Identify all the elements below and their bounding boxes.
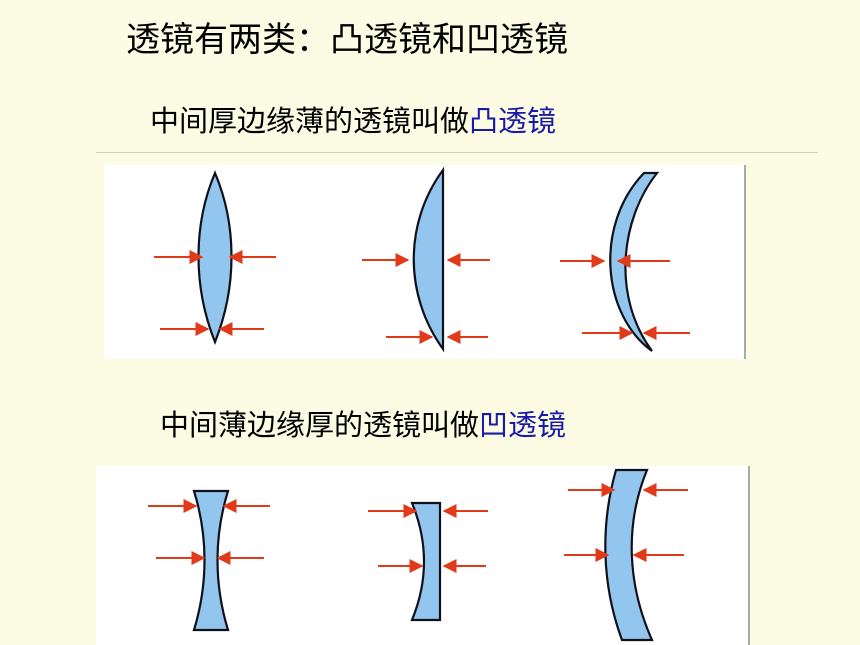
concave-lens-svg [148, 468, 688, 642]
plano-concave-lens [410, 501, 442, 622]
meniscus-convex-lens [609, 171, 660, 352]
meniscus-concave-lens [604, 468, 654, 642]
convex-definition: 中间厚边缘薄的透镜叫做凸透镜 [150, 98, 556, 140]
convex-keyword: 凸透镜 [469, 104, 557, 138]
biconcave-lens [192, 489, 230, 632]
convex-lens-svg [154, 166, 690, 353]
concave-lens-figure [96, 466, 750, 645]
convex-definition-text: 中间厚边缘薄的透镜叫做 [150, 104, 470, 138]
concave-definition-text: 中间薄边缘厚的透镜叫做 [160, 408, 480, 442]
concave-keyword: 凹透镜 [479, 408, 567, 442]
biconvex-lens [197, 170, 233, 345]
concave-definition: 中间薄边缘厚的透镜叫做凹透镜 [160, 402, 566, 444]
convex-lens-figure [104, 165, 746, 359]
divider [96, 152, 818, 153]
plano-convex-lens [412, 166, 445, 353]
slide-title: 透镜有两类：凸透镜和凹透镜 [126, 20, 568, 60]
